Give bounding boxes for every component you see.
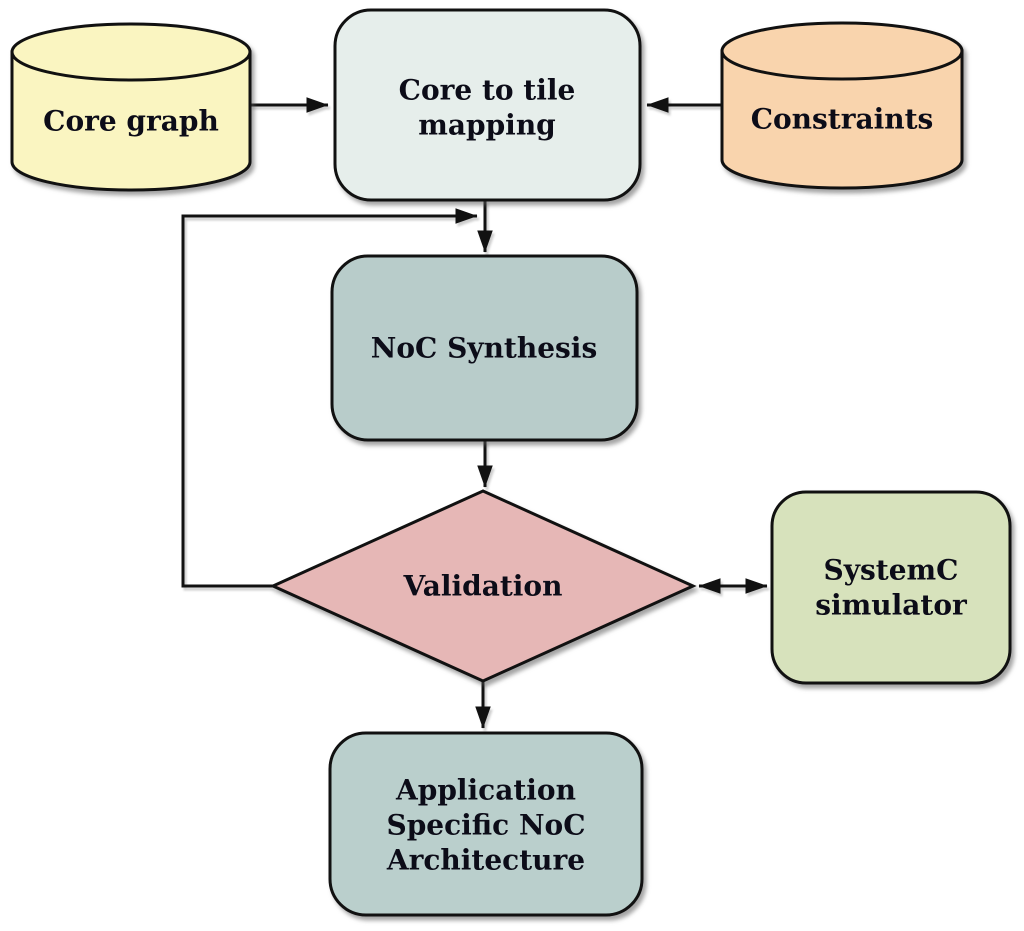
app-specific-noc-node <box>328 731 644 917</box>
systemc-simulator-node <box>770 490 1012 685</box>
app-specific-noc-label-line1: Application <box>395 774 576 807</box>
systemc-simulator-label-line2: simulator <box>815 589 968 622</box>
core-graph-cylinder-top <box>10 22 252 82</box>
constraints-node <box>720 21 964 190</box>
app-specific-noc-label-line3: Architecture <box>386 844 585 877</box>
core-graph-node <box>10 22 252 192</box>
core-to-tile-mapping-label-line1: Core to tile <box>399 74 576 107</box>
core-graph-cylinder-body <box>10 50 252 192</box>
validation-node <box>269 489 697 683</box>
noc-synthesis-label: NoC Synthesis <box>371 332 597 365</box>
constraints-cylinder-top <box>720 21 964 81</box>
constraints-cylinder-body <box>720 49 964 190</box>
app-specific-noc-box <box>328 731 644 917</box>
core-to-tile-mapping-label-line2: mapping <box>418 109 556 142</box>
validation-diamond <box>269 489 697 683</box>
noc-synthesis-box <box>330 254 639 442</box>
core-graph-label: Core graph <box>43 105 219 138</box>
systemc-simulator-label-line1: SystemC <box>824 554 959 587</box>
edges <box>181 97 768 729</box>
validation-label: Validation <box>403 570 563 603</box>
feedback-loop-validation-to-synthesis <box>181 208 478 588</box>
core-to-tile-mapping-node <box>333 8 642 202</box>
systemc-simulator-box <box>770 490 1012 685</box>
constraints-label: Constraints <box>751 103 934 136</box>
core-to-tile-mapping-box <box>333 8 642 202</box>
noc-synthesis-node <box>330 254 639 442</box>
app-specific-noc-label-line2: Specific NoC <box>386 809 585 842</box>
